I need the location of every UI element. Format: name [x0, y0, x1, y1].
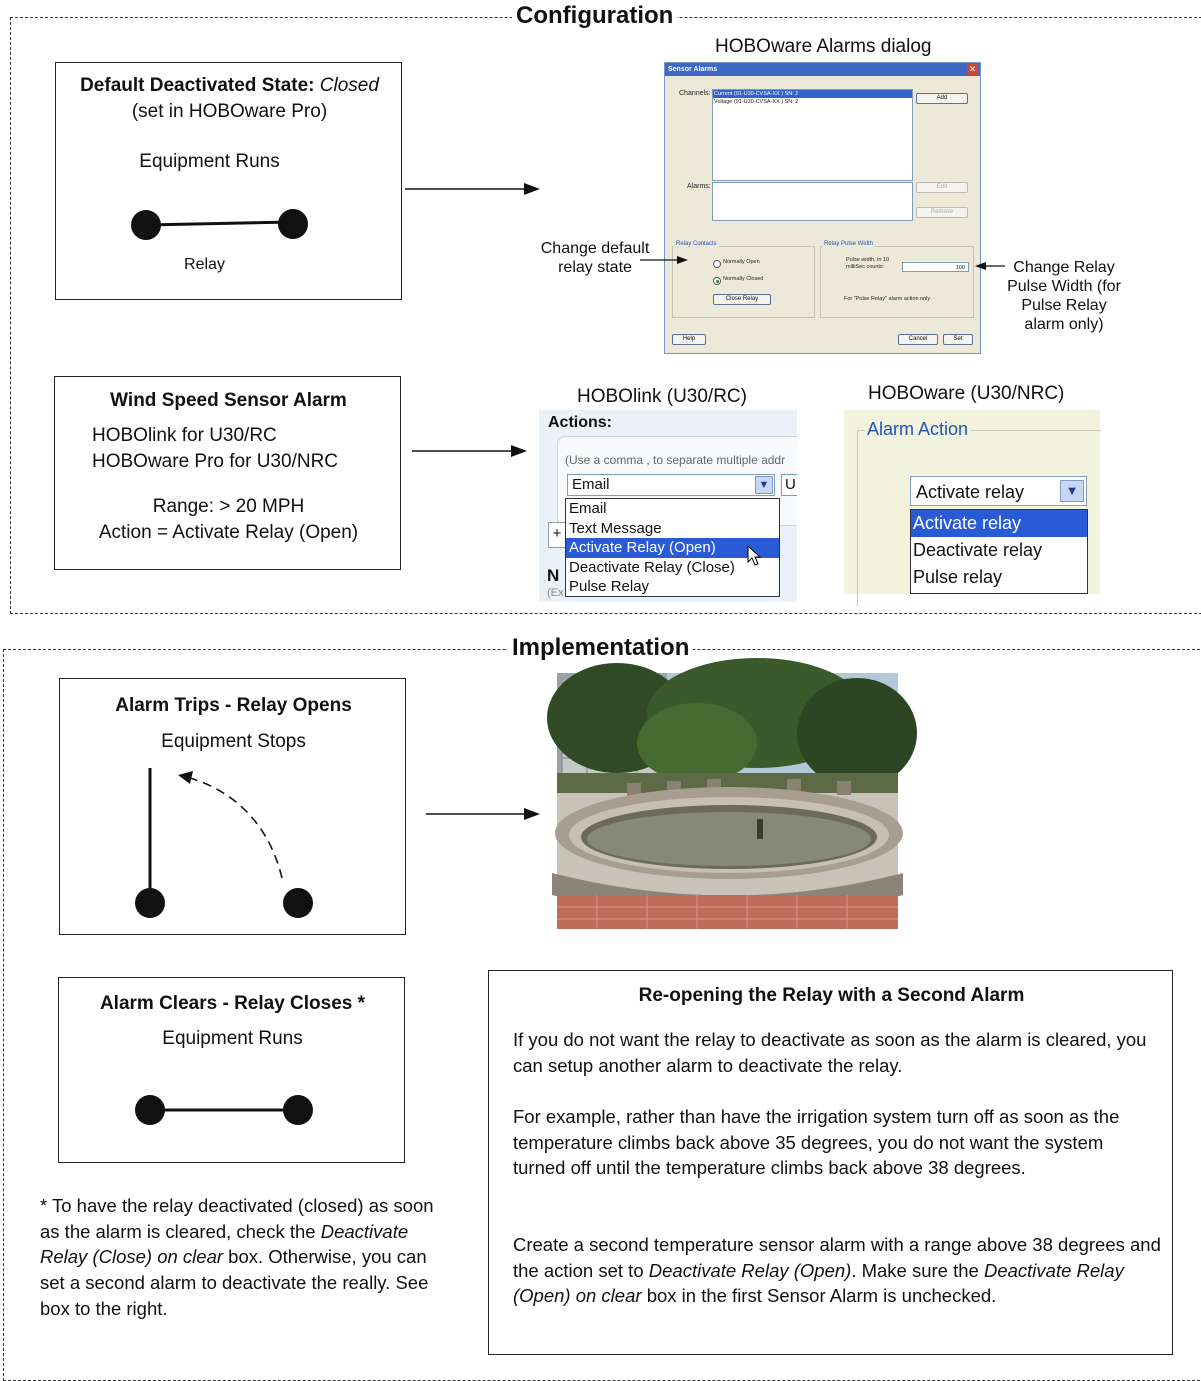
- action-line: Action = Activate Relay (Open): [98, 522, 359, 543]
- reopening-para-2: For example, rather than have the irriga…: [513, 1106, 1120, 1179]
- configuration-title: Configuration: [512, 2, 678, 30]
- dropdown-option-pulse-relay[interactable]: Pulse relay: [913, 567, 1003, 587]
- implementation-title: Implementation: [508, 634, 694, 662]
- hint-text: (Use a comma , to separate multiple addr: [565, 453, 786, 467]
- reopening-title: Re-opening the Relay with a Second Alarm: [638, 985, 1025, 1006]
- action-select-value: Email: [572, 476, 610, 493]
- relay-action-dropdown[interactable]: Activate relay Deactivate relay Pulse re…: [910, 509, 1088, 594]
- channels-list[interactable]: Current (91-U30-CVSA-XX ) SN: 2 Voltage …: [712, 89, 913, 181]
- equipment-runs-label-2: Equipment Runs: [162, 1028, 303, 1049]
- action-dropdown-list[interactable]: Email Text Message Activate Relay (Open)…: [565, 498, 780, 597]
- closed-relay-diagram-2: [135, 1095, 313, 1125]
- equipment-stops-label: Equipment Stops: [161, 731, 306, 752]
- alarm-action-group: [857, 430, 1101, 606]
- hoboware-pro-line: HOBOware Pro for U30/NRC: [92, 451, 339, 472]
- change-pulse-width-callout: Change Relay Pulse Width (for Pulse Rela…: [1007, 259, 1121, 333]
- default-state-label: Default Deactivated State: Closed: [80, 75, 379, 96]
- dialog-title-bar: Sensor Alarms: [665, 63, 980, 76]
- reopening-para-1: If you do not want the relay to deactiva…: [513, 1029, 1147, 1076]
- action-select[interactable]: Email ▼: [567, 474, 775, 496]
- arrow-to-photo: [426, 808, 540, 820]
- chevron-down-icon[interactable]: ▼: [755, 476, 773, 494]
- equipment-runs-label: Equipment Runs: [139, 151, 280, 172]
- alarm-action-label: Alarm Action: [864, 419, 972, 440]
- remove-button[interactable]: Remove: [916, 207, 968, 218]
- alarms-label: Alarms:: [687, 183, 711, 190]
- channels-label: Channels:: [679, 90, 711, 97]
- range-line: Range: > 20 MPH: [152, 496, 305, 517]
- pulse-width-group-label: Relay Pulse Width: [822, 241, 876, 247]
- reopening-para-3: Create a second temperature sensor alarm…: [513, 1234, 1161, 1307]
- close-icon[interactable]: ✕: [967, 64, 978, 75]
- normally-open-label: Normally Open: [723, 259, 760, 265]
- cancel-button[interactable]: Cancel: [898, 334, 938, 345]
- relay-label: Relay: [184, 256, 225, 273]
- mouse-cursor-icon: [747, 544, 762, 566]
- edit-button[interactable]: Edit: [916, 182, 968, 193]
- alarm-clears-box: Alarm Clears - Relay Closes * Equipment …: [58, 977, 405, 1163]
- relay-contacts-label: Relay Contacts: [674, 241, 719, 247]
- wind-speed-alarm-box: Wind Speed Sensor Alarm HOBOlink for U30…: [54, 376, 401, 570]
- fountain-photo: [547, 658, 917, 929]
- set-button[interactable]: Set: [943, 334, 973, 345]
- hobolink-caption: HOBOlink (U30/RC): [577, 386, 747, 407]
- arrow-to-dialog: [405, 183, 540, 195]
- pulse-width-label: Pulse width, in 10 milliSec counts:: [846, 257, 890, 270]
- alarm-trips-box: Alarm Trips - Relay Opens Equipment Stop…: [59, 678, 406, 935]
- normally-open-radio[interactable]: [713, 260, 721, 268]
- alarms-dialog-caption: HOBOware Alarms dialog: [715, 36, 932, 57]
- side-input[interactable]: U: [781, 474, 797, 496]
- channel-item[interactable]: Voltage (91-U30-CVSA-XX ) SN: 2: [714, 99, 799, 105]
- hobolink-line: HOBOlink for U30/RC: [92, 425, 277, 446]
- relay-action-value: Activate relay: [916, 482, 1025, 502]
- reopening-relay-box: Re-opening the Relay with a Second Alarm…: [488, 970, 1173, 1355]
- sensor-alarms-dialog: Sensor Alarms ✕ Channels: Current (91-U3…: [664, 62, 981, 354]
- hoboware-panel: Alarm Action Activate relay ▼ Activate r…: [844, 410, 1101, 606]
- open-relay-diagram: [135, 768, 313, 918]
- chevron-down-icon[interactable]: ▼: [1060, 480, 1084, 502]
- default-state-subtitle: (set in HOBOware Pro): [131, 101, 328, 122]
- actions-label: Actions:: [548, 414, 612, 431]
- closed-relay-diagram: [131, 209, 308, 240]
- default-state-box: Default Deactivated State: Closed (set i…: [55, 62, 402, 300]
- dropdown-option-pulse-relay[interactable]: Pulse Relay: [569, 578, 650, 595]
- relay-contacts-group: [672, 246, 815, 318]
- dropdown-option-email[interactable]: Email: [569, 500, 607, 517]
- pulse-width-group: [820, 246, 974, 318]
- dropdown-option-activate-relay[interactable]: Activate relay: [911, 510, 1087, 537]
- hoboware-caption: HOBOware (U30/NRC): [868, 383, 1065, 404]
- alarm-trips-title: Alarm Trips - Relay Opens: [115, 695, 352, 716]
- dropdown-option-activate-relay[interactable]: Activate Relay (Open): [566, 538, 779, 558]
- add-button[interactable]: Add: [916, 93, 968, 104]
- normally-closed-label: Normally Closed: [723, 276, 764, 282]
- hobolink-panel: Actions: (Use a comma , to separate mult…: [539, 410, 797, 602]
- add-action-button[interactable]: +: [548, 522, 566, 548]
- dropdown-option-deactivate-relay[interactable]: Deactivate Relay (Close): [569, 558, 735, 576]
- dropdown-option-deactivate-relay[interactable]: Deactivate relay: [913, 540, 1043, 560]
- change-default-relay-callout: Change default relay state: [540, 240, 650, 276]
- pulse-width-input[interactable]: 100: [902, 262, 969, 272]
- next-hint: (Ex: [547, 587, 564, 599]
- wind-speed-title: Wind Speed Sensor Alarm: [110, 390, 347, 411]
- relay-action-select[interactable]: Activate relay ▼: [910, 476, 1087, 506]
- help-button[interactable]: Help: [672, 334, 706, 345]
- dropdown-option-text-message[interactable]: Text Message: [569, 519, 662, 537]
- normally-closed-radio[interactable]: [713, 277, 721, 285]
- alarms-list[interactable]: [712, 182, 913, 221]
- callout-arrow-left: [640, 256, 688, 264]
- channel-item[interactable]: Current (91-U30-CVSA-XX ) SN: 2: [713, 90, 912, 98]
- pulse-note: For "Pulse Relay" alarm action only: [844, 296, 931, 302]
- relay-footnote: * To have the relay deactivated (closed)…: [40, 1195, 434, 1319]
- arrow-to-hobolink: [412, 445, 527, 457]
- next-label: N: [547, 566, 560, 585]
- alarm-clears-title: Alarm Clears - Relay Closes *: [99, 993, 366, 1014]
- callout-arrow-right: [975, 262, 1005, 270]
- close-relay-button[interactable]: Close Relay: [713, 294, 771, 305]
